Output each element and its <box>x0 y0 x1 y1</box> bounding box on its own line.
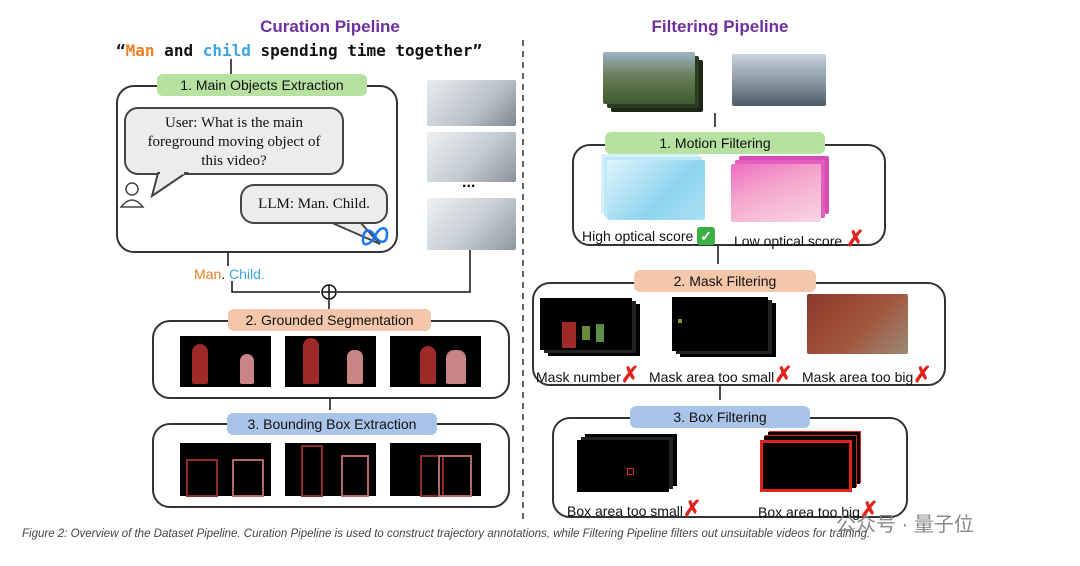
step-mask-filtering: 2. Mask Filtering <box>634 270 816 292</box>
box-small-text: Box area too small <box>567 503 683 519</box>
mask-big-label: Mask area too big✗ <box>802 362 932 388</box>
cross-icon: ✗ <box>859 497 879 522</box>
watermark: 公众号 · 量子位 <box>836 514 974 536</box>
bbox-frame-3 <box>390 443 481 497</box>
prompt-quote: “ <box>116 41 126 60</box>
curation-arrows <box>227 59 721 410</box>
step-main-objects-extraction: 1. Main Objects Extraction <box>157 74 367 96</box>
curation-title: Curation Pipeline <box>260 17 400 36</box>
mask-number-text: Mask number <box>536 369 621 385</box>
mask-number-frame <box>540 298 632 350</box>
cross-icon: ✗ <box>913 362 932 387</box>
video-frame-1 <box>427 80 516 126</box>
step-grounded-segmentation: 2. Grounded Segmentation <box>228 309 431 331</box>
filtering-title: Filtering Pipeline <box>651 17 789 36</box>
box-small-label: Box area too small✗ <box>567 496 701 522</box>
high-optical-score-label: High optical score ✓ <box>582 227 716 245</box>
step-bounding-box-extraction: 3. Bounding Box Extraction <box>227 413 437 435</box>
low-optical-score-text: Low optical score <box>734 233 843 249</box>
llm-answer-bubble: LLM: Man. Child. <box>240 184 388 224</box>
cross-icon: ✗ <box>620 362 640 387</box>
box-big-text: Box area too big <box>758 504 860 520</box>
check-icon: ✓ <box>697 227 716 245</box>
mask-big-frame <box>807 294 908 354</box>
input-video-park <box>603 52 695 104</box>
box-big-label: Box area too big✗ <box>758 497 878 523</box>
mask-small-label: Mask area too small✗ <box>649 362 793 388</box>
segmentation-mask-1 <box>180 336 271 387</box>
input-video-lake <box>732 54 826 106</box>
step-motion-filtering: 1. Motion Filtering <box>605 132 825 154</box>
mask-big-text: Mask area too big <box>802 369 914 385</box>
extracted-objects: Man. Child. <box>194 266 265 282</box>
video-frame-3 <box>427 198 516 250</box>
bbox-frame-1 <box>180 443 271 497</box>
user-question-bubble: User: What is the main foreground moving… <box>124 107 344 175</box>
mask-small-text: Mask area too small <box>649 369 775 385</box>
cross-icon: ✗ <box>774 362 793 387</box>
segmentation-mask-2 <box>285 336 376 387</box>
low-optical-score-label: Low optical score ✗ <box>734 226 865 252</box>
box-big-frame <box>760 440 852 492</box>
step-box-filtering: 3. Box Filtering <box>630 406 810 428</box>
prompt-rest: spending time together” <box>250 41 483 60</box>
caption-prompt: “Man and child spending time together” <box>116 41 482 60</box>
frames-ellipsis: ... <box>462 174 476 191</box>
figure-caption: Figure 2: Overview of the Dataset Pipeli… <box>22 528 871 540</box>
object-separator: . <box>221 266 230 282</box>
segmentation-mask-3 <box>390 336 481 387</box>
cross-icon: ✗ <box>682 496 702 521</box>
optical-flow-high <box>607 160 705 220</box>
object-man: Man <box>194 266 222 282</box>
prompt-man: Man <box>125 41 155 60</box>
cross-icon: ✗ <box>846 226 865 251</box>
box-small-frame <box>577 440 669 492</box>
prompt-child: child <box>202 41 251 60</box>
video-frame-2 <box>427 132 516 182</box>
object-child: Child. <box>229 266 265 282</box>
mask-number-label: Mask number✗ <box>536 362 639 388</box>
prompt-and: and <box>154 41 203 60</box>
mask-small-frame <box>672 297 768 351</box>
bbox-frame-2 <box>285 443 376 497</box>
optical-flow-low <box>731 164 821 222</box>
high-optical-score-text: High optical score <box>582 228 694 244</box>
